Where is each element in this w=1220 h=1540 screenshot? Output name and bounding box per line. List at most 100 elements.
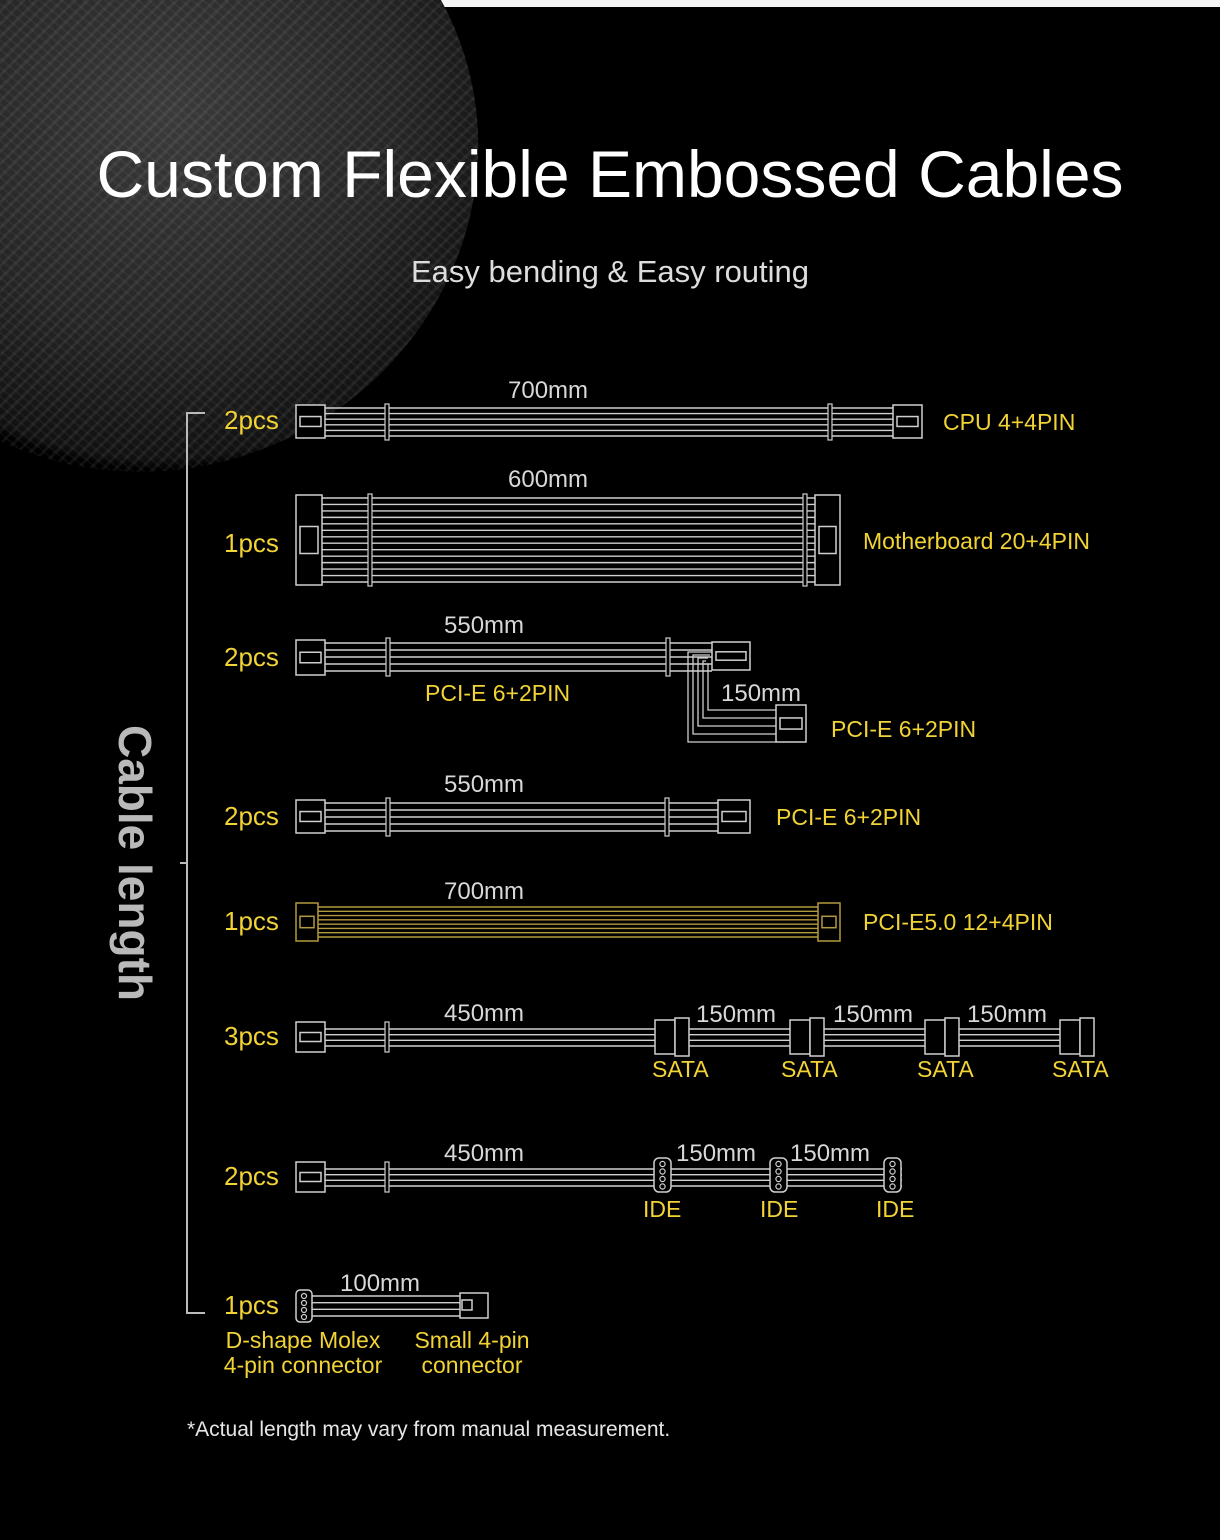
length-sata: 450mm [444,1000,525,1027]
branch-name-pcie-split: PCI-E 6+2PIN [831,716,977,742]
qty-pcie-split: 2pcs [224,642,279,672]
pcie-branch-wire [687,651,776,743]
length-pcie-split: 550mm [444,612,525,639]
ide-pin [775,1160,782,1168]
label-molex-right: Small 4-pin connector [410,1328,534,1378]
name-pcie-split: PCI-E 6+2PIN [425,680,571,706]
length-molex: 100mm [340,1270,421,1297]
label-ide-2: IDE [760,1196,799,1222]
qty-molex: 1pcs [224,1290,279,1320]
pcie5-connector-right-latch [821,915,837,929]
label-molex-left-line2: 4-pin connector [223,1352,383,1378]
ide-connector [883,1157,902,1193]
molex-pin [300,1292,308,1300]
label-ide-1: IDE [643,1196,682,1222]
pcie-split-sleeve [665,637,671,677]
length-pcie: 550mm [444,771,525,798]
pcie-branch-wire [697,657,776,727]
label-sata-4: SATA [1052,1056,1109,1082]
name-cpu: CPU 4+4PIN [943,409,1076,435]
qty-motherboard: 1pcs [224,528,279,558]
label-molex-left: D-shape Molex 4-pin connector [222,1328,384,1378]
pcie-split-connector-left-latch [299,651,322,664]
pcie-split-sleeve [385,637,391,677]
segment-sata-1: 150mm [696,1001,777,1028]
pcie-sleeve [385,797,391,837]
pcie-sleeve [664,797,670,837]
label-sata-1: SATA [652,1056,709,1082]
small-4pin-latch [461,1299,473,1311]
ide-connector [769,1157,788,1193]
ide-sleeve [384,1161,390,1193]
sata-connector-body [944,1017,960,1057]
ide-pin [889,1168,896,1175]
motherboard-sleeve [367,493,373,587]
pcie-branch-wire [692,654,776,735]
pcie-branch-wire [702,660,776,719]
ide-connector [653,1157,672,1193]
pcie-branch-wire [704,663,776,711]
label-molex-left-line1: D-shape Molex [225,1327,381,1353]
top-border [0,0,1220,7]
motherboard-connector-right-latch [818,525,837,555]
cpu-sleeve [827,403,833,441]
pcie-split-connector-right-latch [715,651,747,661]
qty-pcie5: 1pcs [224,906,279,936]
cable-length-label: Cable length [109,724,161,1002]
name-pcie5: PCI-E5.0 12+4PIN [863,909,1053,935]
length-bracket [186,412,205,1314]
name-motherboard: Motherboard 20+4PIN [863,528,1090,554]
qty-ide: 2pcs [224,1161,279,1191]
qty-sata: 3pcs [224,1021,279,1051]
label-sata-3: SATA [917,1056,974,1082]
ide-pin [775,1175,782,1183]
ide-pin [659,1175,666,1183]
label-molex-right-line1: Small 4-pin [414,1327,530,1353]
ide-pin [659,1160,666,1168]
ide-pin [659,1168,666,1175]
pcie-branch-connector-latch [779,717,803,730]
sata-connector [789,1019,811,1055]
branch-length-pcie-split: 150mm [721,680,802,707]
name-pcie: PCI-E 6+2PIN [776,804,922,830]
ide-pin [889,1160,896,1168]
ide-pin [889,1175,896,1183]
segment-sata-3: 150mm [967,1001,1048,1028]
segment-ide-1: 150mm [676,1140,757,1167]
qty-pcie: 2pcs [224,801,279,831]
qty-cpu: 2pcs [224,405,279,435]
sata-connector-body [809,1017,825,1057]
sata-cable-connector-left-latch [299,1031,322,1043]
page-title: Custom Flexible Embossed Cables [96,137,1124,211]
pcie5-connector-left-latch [299,915,315,929]
sata-connector [1059,1019,1081,1055]
ide-pin [775,1183,782,1190]
cpu-sleeve [384,403,390,441]
sata-connector [924,1019,946,1055]
molex-pin [300,1313,308,1321]
label-molex-right-line2: connector [421,1352,523,1378]
segment-sata-2: 150mm [833,1001,914,1028]
length-cpu: 700mm [508,377,589,404]
length-ide: 450mm [444,1140,525,1167]
molex-pin [300,1306,308,1314]
ide-pin [775,1168,782,1175]
pcie-connector-right-latch [721,810,747,823]
sata-sleeve [384,1021,390,1053]
subtitle: Easy bending & Easy routing [410,254,810,289]
ide-pin [659,1183,666,1190]
length-motherboard: 600mm [508,466,589,493]
sata-connector [654,1019,676,1055]
motherboard-sleeve [802,493,808,587]
ide-cable-connector-left-latch [299,1171,322,1183]
label-sata-2: SATA [781,1056,838,1082]
cpu-connector-left-latch [299,415,322,428]
ide-pin [889,1183,896,1190]
molex-pin [300,1299,308,1307]
pcie-connector-left-latch [299,810,322,823]
segment-ide-2: 150mm [790,1140,871,1167]
sata-connector-body [674,1017,690,1057]
cpu-connector-right-latch [896,415,919,428]
